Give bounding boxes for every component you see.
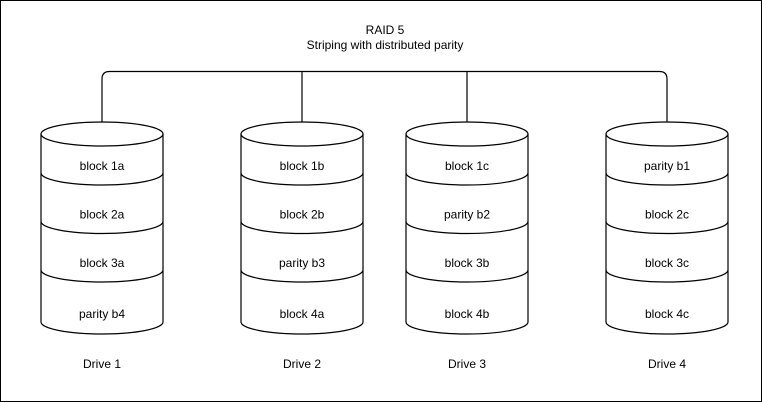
block-label: block 4a — [280, 307, 325, 321]
drive-3-cylinder: block 1c parity b2 block 3b block 4b — [405, 121, 529, 335]
block-label: parity b4 — [79, 307, 125, 321]
block-divider — [240, 269, 364, 283]
block-label: parity b2 — [444, 208, 490, 222]
block-label: block 3b — [445, 256, 490, 270]
block-label: block 1c — [445, 159, 489, 173]
block-label: block 4c — [645, 307, 689, 321]
block-divider — [605, 269, 729, 283]
diagram-title: RAID 5 — [365, 23, 405, 37]
cylinder-body — [605, 134, 729, 335]
block-divider — [405, 221, 529, 235]
block-divider — [240, 221, 364, 235]
cylinder-body — [405, 134, 529, 335]
block-label: block 2c — [645, 208, 689, 222]
block-label: block 1b — [280, 159, 325, 173]
block-label: block 3c — [645, 256, 689, 270]
block-label: block 2b — [280, 208, 325, 222]
diagram-subtitle: Striping with distributed parity — [306, 38, 464, 52]
block-label: block 2a — [80, 208, 125, 222]
drive-2-cylinder: block 1b block 2b parity b3 block 4a — [240, 121, 364, 335]
cylinder-body — [40, 134, 164, 335]
block-label: block 4b — [445, 307, 490, 321]
block-divider — [240, 172, 364, 186]
block-label: block 1a — [80, 159, 125, 173]
block-divider — [40, 172, 164, 186]
block-label: parity b1 — [644, 159, 690, 173]
drive-1-cylinder: block 1a block 2a block 3a parity b4 — [40, 121, 164, 335]
drive-4-label: Drive 4 — [647, 357, 686, 371]
block-label: block 3a — [80, 256, 125, 270]
drive-2-label: Drive 2 — [282, 357, 321, 371]
block-divider — [605, 172, 729, 186]
drive-1-label: Drive 1 — [82, 357, 121, 371]
diagram-header: RAID 5 Striping with distributed parity — [4, 23, 761, 53]
block-divider — [405, 172, 529, 186]
block-divider — [40, 269, 164, 283]
block-divider — [40, 221, 164, 235]
drive-3-label: Drive 3 — [447, 357, 486, 371]
block-label: parity b3 — [279, 256, 325, 270]
cylinder-top — [240, 121, 364, 147]
cylinder-body — [240, 134, 364, 335]
cylinder-top — [605, 121, 729, 147]
cylinder-top — [405, 121, 529, 147]
cylinder-top — [40, 121, 164, 147]
connector-path — [101, 70, 668, 122]
block-divider — [605, 221, 729, 235]
block-divider — [405, 269, 529, 283]
drive-4-cylinder: parity b1 block 2c block 3c block 4c — [605, 121, 729, 335]
